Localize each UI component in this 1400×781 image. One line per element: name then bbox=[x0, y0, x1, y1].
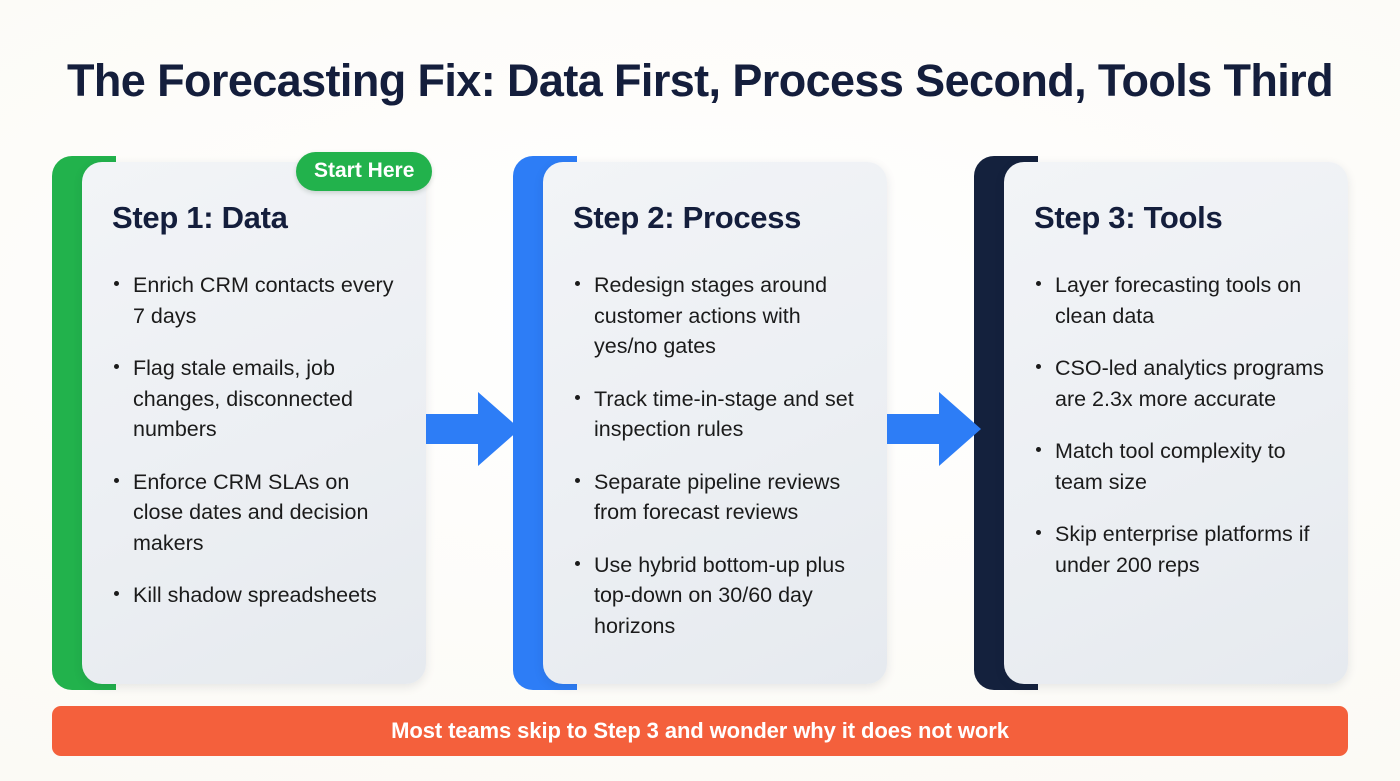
bullet-text: CSO-led analytics programs are 2.3x more… bbox=[1055, 356, 1324, 411]
list-item: Enforce CRM SLAs on close dates and deci… bbox=[112, 467, 404, 559]
step-panel-2: Step 2: Process Redesign stages around c… bbox=[543, 162, 887, 684]
step-bullet-list-3: Layer forecasting tools on clean data CS… bbox=[1034, 270, 1326, 580]
arrow-step1-to-step2-icon bbox=[426, 392, 520, 466]
bullet-dot-icon bbox=[1036, 281, 1041, 286]
step-title-1: Step 1: Data bbox=[112, 200, 288, 235]
bullet-dot-icon bbox=[575, 394, 580, 400]
bullet-dot-icon bbox=[114, 477, 119, 483]
bullet-text: Flag stale emails, job changes, disconne… bbox=[133, 356, 353, 442]
bullet-dot-icon bbox=[1036, 530, 1041, 536]
bullet-text: Separate pipeline reviews from forecast … bbox=[594, 469, 841, 525]
step-card-2: Step 2: Process Redesign stages around c… bbox=[513, 156, 887, 690]
bottom-banner: Most teams skip to Step 3 and wonder why… bbox=[52, 706, 1348, 756]
steps-container: Step 1: Data Enrich CRM contacts every 7… bbox=[52, 152, 1348, 690]
bullet-dot-icon bbox=[114, 281, 119, 286]
arrow-step2-to-step3-icon bbox=[887, 392, 981, 466]
list-item: Enrich CRM contacts every 7 days bbox=[112, 270, 404, 331]
bullet-dot-icon bbox=[575, 477, 580, 483]
step-bullet-list-1: Enrich CRM contacts every 7 days Flag st… bbox=[112, 270, 404, 611]
bullet-text: Redesign stages around customer actions … bbox=[594, 273, 828, 359]
bullet-dot-icon bbox=[1036, 364, 1041, 370]
step-card-3: Step 3: Tools Layer forecasting tools on… bbox=[974, 156, 1348, 690]
list-item: Skip enterprise platforms if under 200 r… bbox=[1034, 519, 1326, 580]
list-item: Redesign stages around customer actions … bbox=[573, 270, 865, 362]
bullet-text: Enforce CRM SLAs on close dates and deci… bbox=[133, 469, 369, 555]
step-title-2: Step 2: Process bbox=[573, 200, 802, 235]
step-panel-3: Step 3: Tools Layer forecasting tools on… bbox=[1004, 162, 1348, 684]
bullet-text: Skip enterprise platforms if under 200 r… bbox=[1055, 522, 1310, 577]
bullet-text: Enrich CRM contacts every 7 days bbox=[133, 273, 394, 328]
bullet-dot-icon bbox=[1036, 447, 1041, 453]
list-item: Kill shadow spreadsheets bbox=[112, 580, 404, 611]
start-here-badge: Start Here bbox=[296, 152, 433, 191]
bullet-dot-icon bbox=[114, 591, 119, 597]
list-item: Match tool complexity to team size bbox=[1034, 436, 1326, 497]
bullet-dot-icon bbox=[575, 281, 580, 286]
bullet-text: Match tool complexity to team size bbox=[1055, 439, 1286, 494]
bullet-text: Layer forecasting tools on clean data bbox=[1055, 273, 1302, 328]
step-panel-1: Step 1: Data Enrich CRM contacts every 7… bbox=[82, 162, 426, 684]
bullet-text: Kill shadow spreadsheets bbox=[133, 583, 377, 608]
page-title: The Forecasting Fix: Data First, Process… bbox=[67, 55, 1334, 106]
list-item: Track time-in-stage and set inspection r… bbox=[573, 384, 865, 445]
step-card-1: Step 1: Data Enrich CRM contacts every 7… bbox=[52, 152, 433, 690]
list-item: Layer forecasting tools on clean data bbox=[1034, 270, 1326, 331]
list-item: CSO-led analytics programs are 2.3x more… bbox=[1034, 353, 1326, 414]
bullet-text: Track time-in-stage and set inspection r… bbox=[594, 386, 854, 442]
step-title-3: Step 3: Tools bbox=[1034, 200, 1223, 235]
list-item: Flag stale emails, job changes, disconne… bbox=[112, 353, 404, 445]
bullet-text: Use hybrid bottom-up plus top-down on 30… bbox=[594, 552, 845, 638]
bullet-dot-icon bbox=[114, 364, 119, 370]
list-item: Use hybrid bottom-up plus top-down on 30… bbox=[573, 550, 865, 642]
bullet-dot-icon bbox=[575, 560, 580, 566]
list-item: Separate pipeline reviews from forecast … bbox=[573, 467, 865, 528]
step-bullet-list-2: Redesign stages around customer actions … bbox=[573, 270, 865, 641]
